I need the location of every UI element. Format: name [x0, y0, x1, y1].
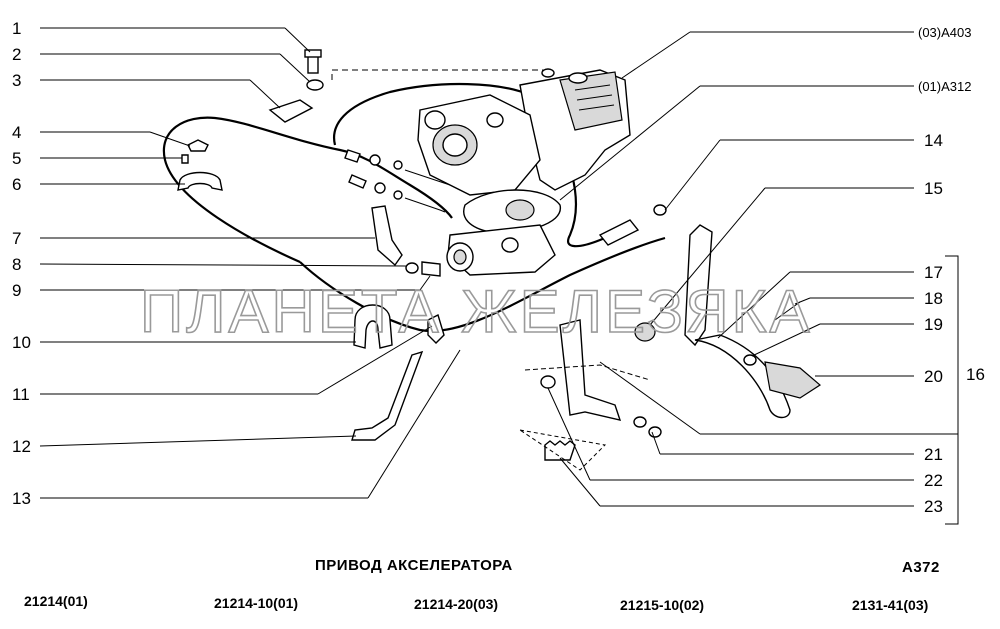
watermark: ПЛАНЕТА ЖЕЛЕЗЯКА — [140, 278, 813, 345]
callout-19: 19 — [924, 315, 943, 334]
callout-3: 3 — [12, 71, 21, 90]
bracket-part-3 — [268, 99, 314, 123]
cable-end-part-14 — [598, 219, 640, 246]
washer-part-8 — [405, 262, 419, 274]
callout-9: 9 — [12, 281, 21, 300]
grommet-part-15 — [634, 322, 656, 342]
ref-a403: (03)А403 — [918, 25, 971, 40]
callout-23: 23 — [924, 497, 943, 516]
clip-part-4 — [187, 139, 209, 152]
diagram-code: А372 — [902, 559, 940, 576]
clip-part-11 — [427, 314, 445, 344]
group-bracket-16 — [945, 255, 959, 525]
callout-8: 8 — [12, 255, 21, 274]
callout-14: 14 — [924, 131, 943, 150]
callout-10: 10 — [12, 333, 31, 352]
callout-18: 18 — [924, 289, 943, 308]
callout-21: 21 — [924, 445, 943, 464]
model-1: 21214-10(01) — [214, 595, 298, 611]
callout-6: 6 — [12, 175, 21, 194]
clamp-part-6 — [177, 171, 223, 191]
model-2: 21214-20(03) — [414, 596, 498, 612]
pedal-assembly-16 — [684, 224, 822, 419]
accelerator-cable — [162, 116, 453, 264]
washer-part-2 — [306, 79, 324, 91]
model-list: 21214(01) 21214-10(01) 21214-20(03) 2121… — [24, 593, 928, 613]
callout-22: 22 — [924, 471, 943, 490]
bolt-part-9 — [421, 261, 441, 277]
spring-part-23 — [544, 440, 576, 461]
model-3: 21215-10(02) — [620, 597, 704, 613]
model-0: 21214(01) — [24, 593, 88, 609]
clamp-part-10 — [353, 304, 393, 349]
bracket-part-7 — [371, 205, 403, 267]
pedal-bracket — [559, 319, 622, 421]
callout-17: 17 — [924, 263, 943, 282]
leader-lines — [39, 27, 959, 525]
callout-4: 4 — [12, 123, 21, 142]
bolt-part-1 — [304, 49, 322, 74]
callout-20: 20 — [924, 367, 943, 386]
callout-13: 13 — [12, 489, 31, 508]
callout-1: 1 — [12, 19, 21, 38]
carburettor — [417, 94, 561, 276]
cable-lower-run — [299, 236, 666, 333]
throttle-body — [519, 68, 631, 191]
callout-7: 7 — [12, 229, 21, 248]
cable-upper-run — [333, 82, 531, 146]
cable-fittings — [344, 149, 451, 213]
callout-5: 5 — [12, 149, 21, 168]
callouts-left: 1 2 3 4 5 6 7 8 9 10 11 12 13 — [12, 19, 31, 508]
callout-12: 12 — [12, 437, 31, 456]
diagram-title: ПРИВОД АКСЕЛЕРАТОРА — [315, 557, 513, 574]
screw-part-5 — [181, 154, 189, 164]
model-4: 2131-41(03) — [852, 597, 928, 613]
callout-15: 15 — [924, 179, 943, 198]
callout-11: 11 — [12, 385, 30, 404]
callout-16: 16 — [966, 365, 985, 384]
callout-2: 2 — [12, 45, 21, 64]
parts-drawing — [162, 49, 822, 471]
callouts-right: (03)А403 (01)А312 14 15 17 18 19 20 21 2… — [918, 25, 985, 516]
bracket-part-12 — [351, 350, 424, 441]
ref-a312: (01)А312 — [918, 79, 971, 94]
